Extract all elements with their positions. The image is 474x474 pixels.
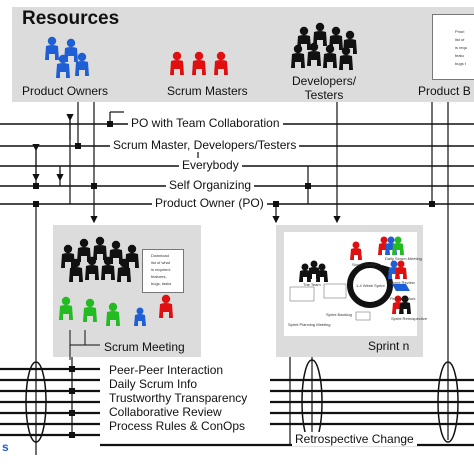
group-label-product-backlog: Product B [418,84,471,98]
backlog-line: is requ [455,45,468,50]
channel-label-self-organizing: Self Organizing [166,178,255,192]
backlog-line: featu [455,53,464,58]
group-label-developers: Developers/ Testers [292,74,356,102]
scrum-card-line: bugs, tasks [151,281,172,286]
backlog-line: bugs t [455,61,466,66]
channel-label-sm-devs: Scrum Master, Developers/Testers [110,138,300,152]
scrum-card-line: is required: [151,267,171,272]
group-label-developers-line1: Developers/ [292,74,357,88]
sprint-item-review: Sprint Review [390,280,415,285]
outcome-collaborative-review: Collaborative Review [107,405,224,419]
edge-text-fragment: s [2,440,9,454]
sprint-item-backlog: Sprint Backlog [326,312,352,317]
scrum-team-icon [61,236,139,282]
scrum-card-line: features, [151,274,167,279]
backlog-line: Priori [455,29,465,34]
scrum-card-line: Download [151,253,169,258]
group-label-product-owners: Product Owners [22,84,109,98]
sprint-cycle-icon [289,236,411,321]
outcome-transparency: Trustworthy Transparency [107,391,250,405]
backlog-line: list of [455,37,465,42]
outcome-daily-scrum: Daily Scrum Info [107,377,200,391]
outcome-peer-interaction: Peer-Peer Interaction [107,363,226,377]
sprint-item-finished-work: Finished Work [390,296,416,301]
group-label-scrum-masters: Scrum Masters [167,84,248,98]
resources-title: Resources [22,8,120,29]
outcome-process-rules: Process Rules & ConOps [107,419,248,433]
sprint-item-retrospective: Sprint Retrospective [391,316,428,321]
scrum-meeting-attendees-icon [59,294,173,326]
channel-label-everybody: Everybody [179,158,242,172]
sprint-label: Sprint n [368,339,410,353]
channel-label-product-owner: Product Owner (PO) [152,196,267,210]
sprint-item-the-team: The Team [303,282,321,287]
backlog-card: Priori list of is requ featu bugs t [432,14,474,80]
sprint-item-planning: Sprint Planning Meeting [288,322,331,327]
scrum-card-line: list of what [151,260,170,265]
group-label-developers-line2: Testers [304,88,344,102]
channel-label-po-team: PO with Team Collaboration [128,116,283,130]
sprint-item-daily-scrum: Daily Scrum Meeting [385,256,422,261]
retrospective-change-label: Retrospective Change [292,432,417,446]
scrum-meeting-backlog-card: Download list of what is required: featu… [142,249,184,293]
resources-panel [12,7,474,102]
sprint-item-scrum-master: Scrum Master [352,262,377,267]
scrum-meeting-label: Scrum Meeting [104,340,185,354]
sprint-item-duration: 1-4 Week Sprint [356,283,385,288]
